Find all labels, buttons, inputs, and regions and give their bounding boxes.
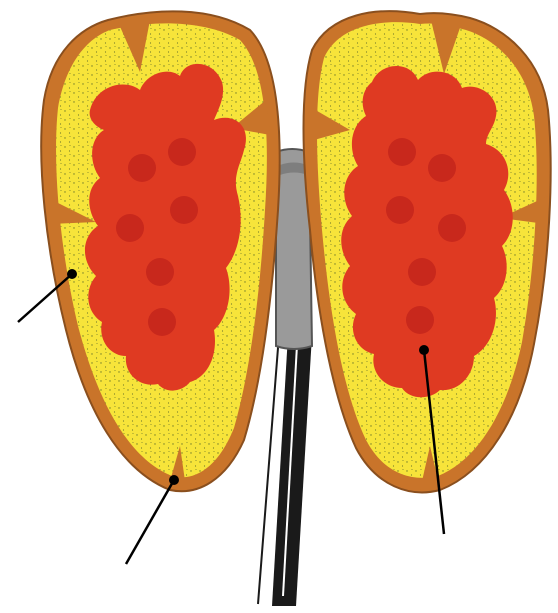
pointer-dot-1 xyxy=(67,269,77,279)
left-spot-5 xyxy=(146,258,174,286)
right-kidney-half xyxy=(304,11,551,492)
left-spot-3 xyxy=(116,214,144,242)
right-spot-6 xyxy=(406,306,434,334)
left-spot-4 xyxy=(170,196,198,224)
left-spot-6 xyxy=(148,308,176,336)
left-kidney-half xyxy=(41,11,279,491)
right-spot-2 xyxy=(428,154,456,182)
left-spot-2 xyxy=(168,138,196,166)
pointer-line-2 xyxy=(126,480,174,564)
right-spot-4 xyxy=(438,214,466,242)
left-spot-1 xyxy=(128,154,156,182)
pointer-dot-3 xyxy=(419,345,429,355)
right-spot-5 xyxy=(408,258,436,286)
pointer-dot-2 xyxy=(169,475,179,485)
ureter-vessels xyxy=(258,335,312,606)
right-spot-3 xyxy=(386,196,414,224)
right-spot-1 xyxy=(388,138,416,166)
